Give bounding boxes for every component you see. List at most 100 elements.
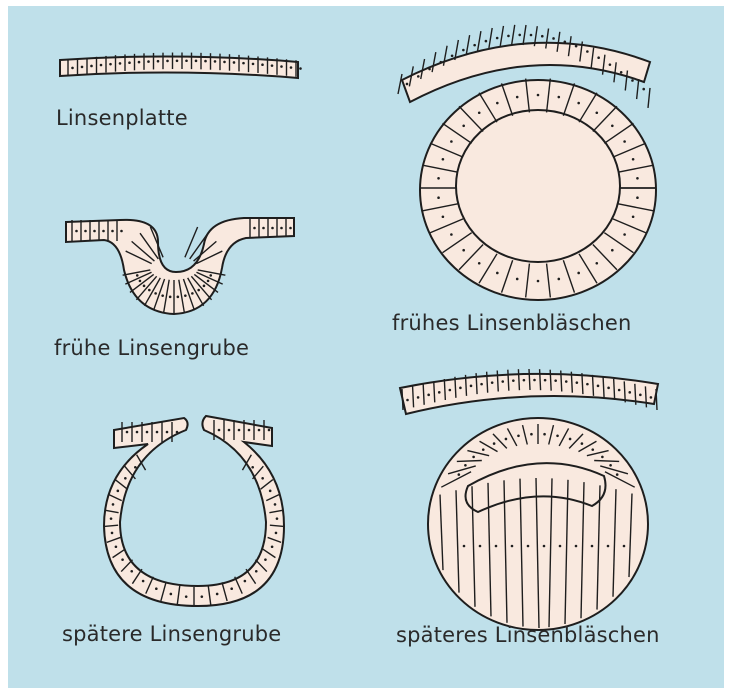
cell-wall	[457, 460, 482, 461]
cell-nucleus	[271, 545, 274, 548]
cell-nucleus	[228, 429, 231, 432]
cell-nucleus	[442, 158, 445, 161]
cell-nucleus	[90, 65, 93, 68]
cell-nucleus	[636, 196, 639, 199]
cell-nucleus	[516, 96, 519, 99]
cell-wall	[497, 371, 498, 392]
cell-nucleus	[233, 61, 236, 64]
cell-nucleus	[495, 545, 498, 548]
cell-wall	[645, 386, 646, 407]
cell-nucleus	[299, 67, 302, 70]
cell-wall	[594, 460, 619, 461]
cell-nucleus	[485, 40, 488, 43]
cell-nucleus	[155, 587, 158, 590]
cell-nucleus	[639, 394, 642, 397]
cell-nucleus	[218, 429, 221, 432]
cell-nucleus	[496, 37, 499, 40]
cell-nucleus	[437, 196, 440, 199]
cell-nucleus	[143, 285, 146, 288]
cell-nucleus	[462, 49, 465, 52]
cell-nucleus	[130, 570, 133, 573]
cell-nucleus	[611, 124, 614, 127]
cell-nucleus	[496, 272, 499, 275]
cell-nucleus	[591, 545, 594, 548]
cell-nucleus	[289, 227, 292, 230]
cell-nucleus	[595, 262, 598, 265]
cell-wall	[455, 377, 456, 398]
cell-nucleus	[100, 64, 103, 67]
cell-wall	[500, 26, 503, 46]
cell-nucleus	[478, 111, 481, 114]
cell-nucleus	[650, 396, 653, 399]
cell-nucleus	[609, 464, 612, 467]
cell-nucleus	[138, 61, 141, 64]
cell-wall	[466, 375, 467, 396]
cell-wall	[571, 372, 572, 393]
cell-nucleus	[597, 385, 600, 388]
cell-nucleus	[148, 289, 151, 292]
cell-wall	[423, 384, 424, 405]
cell-nucleus	[631, 79, 634, 82]
cell-nucleus	[115, 545, 118, 548]
cell-nucleus	[541, 35, 544, 38]
caption-later-lens-vesicle: späteres Linsenbläschen	[396, 623, 660, 647]
cell-nucleus	[623, 233, 626, 236]
cell-nucleus	[559, 545, 562, 548]
cell-nucleus	[253, 227, 256, 230]
cell-nucleus	[271, 64, 274, 67]
cell-nucleus	[252, 63, 255, 66]
cell-nucleus	[147, 60, 150, 63]
caption-later-lens-pit: spätere Linsengrube	[62, 622, 281, 646]
cell-nucleus	[169, 296, 172, 299]
cell-nucleus	[491, 381, 494, 384]
cell-nucleus	[290, 66, 293, 69]
cell-nucleus	[154, 292, 157, 295]
cell-nucleus	[450, 140, 453, 143]
cell-nucleus	[176, 431, 179, 434]
cell-wall	[624, 381, 625, 402]
cell-nucleus	[406, 83, 409, 86]
cell-wall	[512, 25, 515, 45]
cell-nucleus	[586, 50, 589, 53]
cell-nucleus	[577, 102, 580, 105]
cell-nucleus	[586, 383, 589, 386]
cell-nucleus	[261, 63, 264, 66]
cell-nucleus	[262, 227, 265, 230]
cell-nucleus	[276, 517, 279, 520]
cell-nucleus	[449, 389, 452, 392]
cell-wall	[540, 369, 541, 390]
cell-nucleus	[195, 60, 198, 63]
cell-nucleus	[75, 230, 78, 233]
cell-nucleus	[512, 379, 515, 382]
cell-nucleus	[214, 60, 217, 63]
cell-nucleus	[170, 593, 173, 596]
cell-nucleus	[417, 75, 420, 78]
cell-nucleus	[527, 545, 530, 548]
cell-nucleus	[166, 431, 169, 434]
cell-nucleus	[518, 34, 521, 37]
cell-nucleus	[564, 41, 567, 44]
cell-nucleus	[607, 387, 610, 390]
cell-nucleus	[505, 438, 508, 441]
cell-nucleus	[111, 230, 114, 233]
cell-nucleus	[117, 490, 120, 493]
cell-nucleus	[618, 389, 621, 392]
cell-nucleus	[177, 296, 180, 299]
cell-wall	[582, 373, 583, 394]
cell-nucleus	[93, 230, 96, 233]
cell-nucleus	[223, 61, 226, 64]
cell-nucleus	[201, 595, 204, 598]
cell-nucleus	[417, 396, 420, 399]
cell-nucleus	[120, 230, 123, 233]
cell-nucleus	[601, 456, 604, 459]
cell-nucleus	[166, 60, 169, 63]
cell-nucleus	[607, 545, 610, 548]
cell-nucleus	[230, 587, 233, 590]
cell-nucleus	[609, 63, 612, 66]
cell-nucleus	[244, 580, 247, 583]
cell-nucleus	[242, 62, 245, 65]
caption-early-lens-vesicle: frühes Linsenbläschen	[392, 311, 631, 335]
cell-wall	[402, 389, 403, 410]
cell-nucleus	[459, 387, 462, 390]
cell-wall	[444, 379, 445, 400]
